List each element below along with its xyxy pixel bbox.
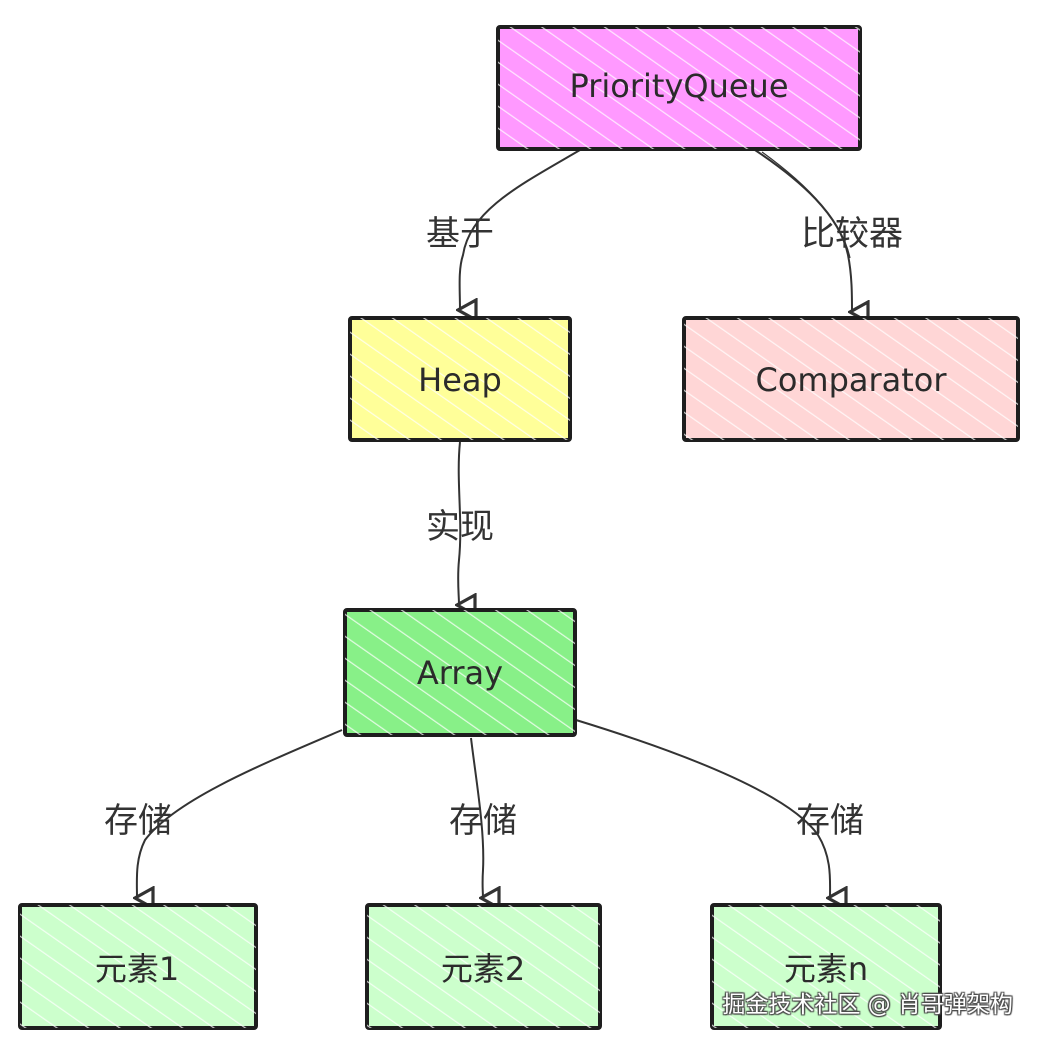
- edge-line: [137, 729, 343, 898]
- edge-array-to-element2: 存储: [449, 737, 517, 898]
- edge-line: [575, 719, 830, 898]
- edge-line: [470, 737, 483, 898]
- node-element2-label: 元素2: [441, 950, 525, 988]
- edge-label-stores-1: 存储: [104, 801, 172, 841]
- watermark-text: 掘金技术社区 @ 肖哥弹架构: [722, 992, 1013, 1018]
- edge-label-comparator: 比较器: [801, 214, 903, 254]
- edge-heap-to-array: 实现: [426, 441, 494, 605]
- edge-line: [460, 149, 581, 310]
- node-priorityqueue: PriorityQueue: [496, 25, 862, 151]
- edge-array-to-element1: 存储: [104, 729, 343, 898]
- edge-priorityqueue-to-heap: 基于: [426, 149, 581, 310]
- node-elementn: 元素n: [710, 903, 942, 1030]
- node-elementn-label: 元素n: [784, 950, 868, 988]
- node-element1: 元素1: [18, 903, 258, 1030]
- node-element2: 元素2: [365, 903, 602, 1030]
- node-heap-label: Heap: [418, 361, 502, 399]
- node-array: Array: [343, 608, 577, 737]
- edge-label-stores-2: 存储: [449, 801, 517, 841]
- edge-priorityqueue-to-comparator: 比较器: [754, 149, 903, 312]
- node-array-label: Array: [417, 654, 503, 692]
- node-comparator: Comparator: [682, 316, 1020, 442]
- edge-label-stores-n: 存储: [796, 801, 864, 841]
- edge-line: [458, 441, 460, 605]
- edge-line: [754, 149, 852, 312]
- node-comparator-label: Comparator: [755, 361, 947, 399]
- edge-label-implements: 实现: [426, 507, 494, 547]
- node-element1-label: 元素1: [95, 950, 179, 988]
- edge-label-based-on: 基于: [426, 214, 494, 254]
- edge-array-to-elementn: 存储: [575, 719, 864, 898]
- node-heap: Heap: [348, 316, 572, 442]
- node-priorityqueue-label: PriorityQueue: [569, 67, 788, 105]
